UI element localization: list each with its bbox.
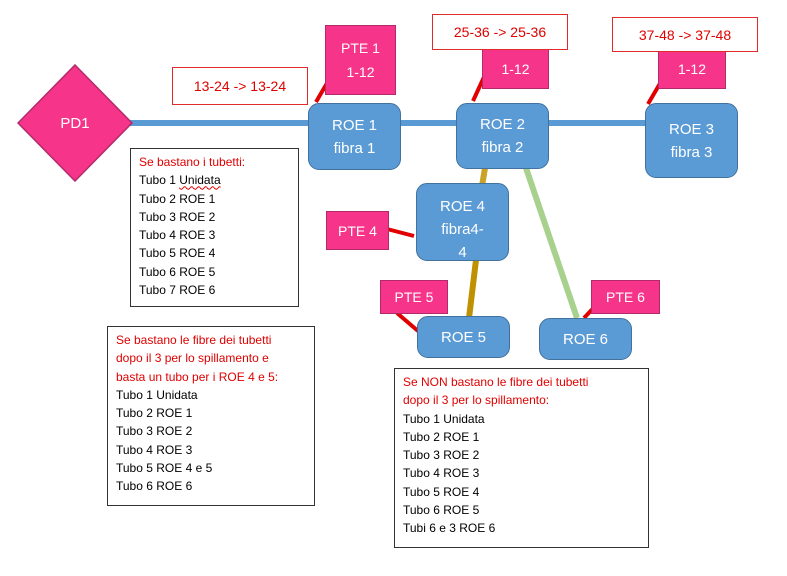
roe3-node: ROE 3 fibra 3 <box>645 103 738 178</box>
note2-heading: basta un tubo per i ROE 4 e 5: <box>116 369 279 384</box>
roe5-node: ROE 5 <box>417 316 510 358</box>
note2-line: Tubo 1 Unidata <box>116 387 198 402</box>
roe4-roe5-line <box>466 259 479 319</box>
pte5-pointer <box>395 311 420 333</box>
note3-heading: Se NON bastano le fibre dei tubetti <box>403 375 589 389</box>
note2-heading: Se bastano le fibre dei tubetti <box>116 333 272 347</box>
range-box-roe3: 37-48 -> 37-48 <box>612 17 758 52</box>
note3-line: Tubi 6 e 3 ROE 6 <box>403 521 496 536</box>
roe5-title: ROE 5 <box>440 328 486 346</box>
pte4-title: PTE 4 <box>338 222 377 239</box>
pte1-box: PTE 1 1-12 <box>325 25 396 95</box>
pte3-box: 1-12 <box>658 49 726 89</box>
roe3-title: ROE 3 <box>668 120 714 138</box>
note3-line: Tubo 3 ROE 2 <box>403 448 480 463</box>
note2-line: Tubo 5 ROE 4 e 5 <box>116 461 213 476</box>
note2-line: Tubo 4 ROE 3 <box>116 442 193 457</box>
note3-line: Tubo 4 ROE 3 <box>403 466 480 481</box>
pd1-label: PD1 <box>60 114 90 132</box>
note1-line: Tubo 5 ROE 4 <box>139 246 216 261</box>
note-fibre-bastano: Se bastano le fibre dei tubetti dopo il … <box>107 326 315 506</box>
roe6-title: ROE 6 <box>562 330 608 348</box>
pte5-box: PTE 5 <box>380 280 448 314</box>
range-roe1-text: 13-24 -> 13-24 <box>193 78 287 94</box>
roe4-fiber-cont: 4 <box>458 244 467 261</box>
pte4-pointer <box>386 227 415 238</box>
note3-line: Tubo 6 ROE 5 <box>403 503 480 518</box>
note1-line: Tubo 1 Unidata <box>139 173 221 188</box>
note1-line: Tubo 3 ROE 2 <box>139 209 216 224</box>
note1-heading: Se bastano i tubetti: <box>139 155 246 169</box>
note2-line: Tubo 6 ROE 6 <box>116 479 193 494</box>
note1-line: Tubo 7 ROE 6 <box>139 283 216 298</box>
range-roe3-text: 37-48 -> 37-48 <box>638 26 732 43</box>
pte5-title: PTE 5 <box>394 289 434 305</box>
roe3-fiber: fibra 3 <box>670 143 713 161</box>
note-tubetti: Se bastano i tubetti: Tubo 1 Unidata Tub… <box>130 148 299 307</box>
note2-line: Tubo 3 ROE 2 <box>116 424 193 439</box>
range-box-roe1: 13-24 -> 13-24 <box>172 67 308 105</box>
pte4-box: PTE 4 <box>326 211 389 250</box>
roe1-fiber: fibra 1 <box>333 139 376 157</box>
roe6-node: ROE 6 <box>539 318 632 360</box>
roe1-node: ROE 1 fibra 1 <box>308 103 401 170</box>
roe2-title: ROE 2 <box>479 116 525 133</box>
roe4-node: ROE 4 fibra4- 4 <box>416 183 509 261</box>
pte2-range: 1-12 <box>501 61 530 77</box>
note1-line: Tubo 2 ROE 1 <box>139 191 216 206</box>
note3-heading: dopo il 3 per lo spillamento: <box>403 393 550 408</box>
range-box-roe2: 25-36 -> 25-36 <box>432 14 568 50</box>
pte6-box: PTE 6 <box>591 280 660 314</box>
pte2-box: 1-12 <box>482 49 549 89</box>
range-roe2-text: 25-36 -> 25-36 <box>453 24 547 40</box>
note3-line: Tubo 1 Unidata <box>403 411 485 426</box>
roe4-fiber: fibra4- <box>441 221 484 238</box>
roe4-title: ROE 4 <box>439 198 485 215</box>
pte3-range: 1-12 <box>677 61 707 77</box>
note2-heading: dopo il 3 per lo spillamento e <box>116 351 269 366</box>
roe2-fiber: fibra 2 <box>481 139 524 156</box>
note1-unidata: Unidata <box>179 173 221 188</box>
note1-line: Tubo 6 ROE 5 <box>139 264 216 279</box>
note3-line: Tubo 2 ROE 1 <box>403 429 480 444</box>
note2-line: Tubo 2 ROE 1 <box>116 406 193 421</box>
note3-line: Tubo 5 ROE 4 <box>403 484 480 499</box>
roe2-node: ROE 2 fibra 2 <box>456 103 549 169</box>
note-fibre-non-bastano: Se NON bastano le fibre dei tubetti dopo… <box>394 368 649 548</box>
pte1-range: 1-12 <box>346 64 375 80</box>
roe1-title: ROE 1 <box>331 116 377 134</box>
pte1-title: PTE 1 <box>341 40 380 56</box>
pte6-title: PTE 6 <box>606 289 645 305</box>
roe2-roe6-line <box>523 167 580 319</box>
note1-line: Tubo 4 ROE 3 <box>139 228 216 243</box>
pd1-node: PD1 <box>17 64 133 182</box>
